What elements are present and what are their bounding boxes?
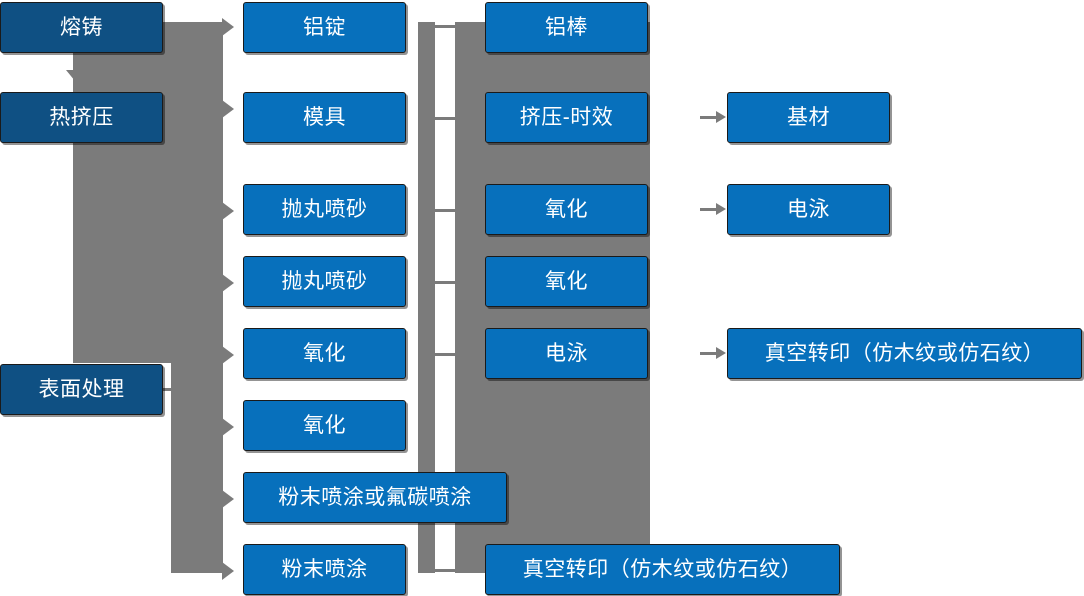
arrow-to-mold-icon bbox=[222, 100, 234, 118]
connector-surface-treatment-stub bbox=[163, 388, 185, 391]
connector-rung-6 bbox=[434, 569, 456, 572]
node-aluminum-ingot[interactable]: 铝锭 bbox=[243, 2, 406, 53]
arrow-to-aluminum-ingot-icon bbox=[222, 18, 234, 36]
arrow-to-powder-fluorocarbon-icon bbox=[222, 490, 234, 508]
node-powder-spray[interactable]: 粉末喷涂 bbox=[243, 544, 406, 595]
arrow-to-powder-spray-icon bbox=[222, 562, 234, 580]
stage-hot-extrusion[interactable]: 热挤压 bbox=[0, 92, 163, 143]
node-shot-blasting-2-label: 抛丸喷砂 bbox=[281, 270, 368, 293]
node-mold[interactable]: 模具 bbox=[243, 92, 406, 143]
node-powder-or-fluorocarbon-spray[interactable]: 粉末喷涂或氟碳喷涂 bbox=[243, 472, 507, 523]
node-shot-blasting-1-label: 抛丸喷砂 bbox=[281, 198, 368, 221]
node-shot-blasting-1[interactable]: 抛丸喷砂 bbox=[243, 184, 406, 235]
arrow-to-shot-blasting-2-icon bbox=[222, 274, 234, 292]
stage-hot-extrusion-label: 热挤压 bbox=[49, 106, 114, 129]
connector-rung-1 bbox=[434, 25, 456, 28]
connector-mid-thin-bar bbox=[418, 22, 435, 573]
stage-melt-cast-label: 熔铸 bbox=[60, 16, 103, 39]
node-oxidation-4[interactable]: 氧化 bbox=[485, 256, 648, 307]
stage-melt-cast[interactable]: 熔铸 bbox=[0, 2, 163, 53]
node-oxidation-3-label: 氧化 bbox=[545, 198, 588, 221]
node-vacuum-transfer-bottom[interactable]: 真空转印（仿木纹或仿石纹） bbox=[485, 544, 840, 595]
node-aluminum-ingot-label: 铝锭 bbox=[303, 16, 346, 39]
connector-rung-5 bbox=[434, 353, 456, 356]
node-shot-blasting-2[interactable]: 抛丸喷砂 bbox=[243, 256, 406, 307]
node-oxidation-4-label: 氧化 bbox=[545, 270, 588, 293]
node-oxidation-1[interactable]: 氧化 bbox=[243, 328, 406, 379]
node-mold-label: 模具 bbox=[303, 106, 346, 129]
node-electrophoresis-1[interactable]: 电泳 bbox=[485, 328, 648, 379]
node-oxidation-3[interactable]: 氧化 bbox=[485, 184, 648, 235]
node-oxidation-1-label: 氧化 bbox=[303, 342, 346, 365]
connector-rung-3 bbox=[434, 209, 456, 212]
arrow-to-electrophoresis-2-icon bbox=[700, 203, 726, 215]
arrow-to-shot-blasting-1-icon bbox=[222, 202, 234, 220]
arrow-to-base-material-icon bbox=[700, 111, 726, 123]
node-aluminum-bar[interactable]: 铝棒 bbox=[485, 2, 648, 53]
node-aluminum-bar-label: 铝棒 bbox=[545, 16, 588, 39]
connector-rung-4 bbox=[434, 281, 456, 284]
connector-left-trunk bbox=[73, 22, 183, 363]
node-electrophoresis-2-label: 电泳 bbox=[787, 198, 830, 221]
node-base-material[interactable]: 基材 bbox=[727, 92, 890, 143]
node-vacuum-transfer-right[interactable]: 真空转印（仿木纹或仿石纹） bbox=[727, 328, 1082, 379]
node-electrophoresis-1-label: 电泳 bbox=[545, 342, 588, 365]
arrow-to-oxidation-1-icon bbox=[222, 346, 234, 364]
stage-surface-treatment-label: 表面处理 bbox=[38, 378, 125, 401]
connector-rung-2 bbox=[434, 117, 456, 120]
node-base-material-label: 基材 bbox=[787, 106, 830, 129]
arrow-to-vacuum-transfer-icon bbox=[700, 347, 726, 359]
node-powder-spray-label: 粉末喷涂 bbox=[281, 558, 368, 581]
node-oxidation-2[interactable]: 氧化 bbox=[243, 400, 406, 451]
node-extrusion-aging[interactable]: 挤压-时效 bbox=[485, 92, 648, 143]
node-electrophoresis-2[interactable]: 电泳 bbox=[727, 184, 890, 235]
node-extrusion-aging-label: 挤压-时效 bbox=[519, 106, 614, 129]
stage-surface-treatment[interactable]: 表面处理 bbox=[0, 364, 163, 415]
connector-left-trunk-lower bbox=[171, 22, 223, 573]
node-vacuum-transfer-right-label: 真空转印（仿木纹或仿石纹） bbox=[764, 342, 1045, 365]
arrow-to-oxidation-2-icon bbox=[222, 418, 234, 436]
node-powder-or-fluorocarbon-spray-label: 粉末喷涂或氟碳喷涂 bbox=[278, 486, 472, 509]
node-vacuum-transfer-bottom-label: 真空转印（仿木纹或仿石纹） bbox=[522, 558, 803, 581]
node-oxidation-2-label: 氧化 bbox=[303, 414, 346, 437]
